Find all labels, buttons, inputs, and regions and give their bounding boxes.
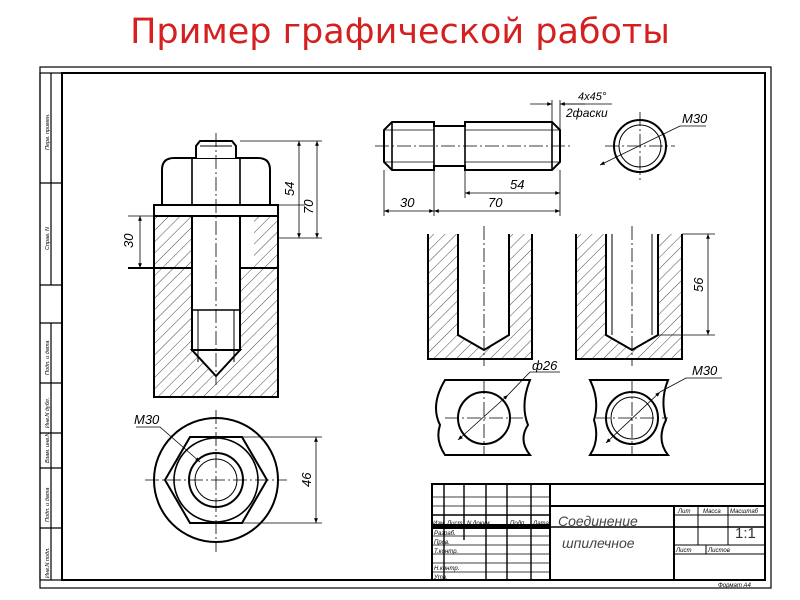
tb-header-podp: Подп.	[510, 521, 526, 527]
dim-stud-thread: 54	[510, 177, 524, 192]
top-view-dimension-lines	[136, 426, 322, 524]
tb-sheets: Листов	[707, 548, 730, 554]
dim-top-view-width: 46	[299, 472, 314, 487]
stamp-cell-5: Взам. инв.N	[45, 432, 51, 463]
side-stamp	[39, 72, 63, 581]
tb-name-line2: шпилечное	[562, 535, 635, 551]
stamp-cell-4: Инв.N дубл.	[45, 398, 51, 428]
tb-header-data: Дата	[532, 521, 549, 527]
slide-title: Пример графической работы	[130, 12, 670, 52]
tb-header-list: Лист	[446, 521, 462, 527]
tb-role-razrab: Разраб.	[434, 531, 456, 537]
stud-cross-section	[599, 112, 706, 180]
hole-depth-dimension-lines	[658, 233, 715, 336]
tb-role-utv: Утв.	[433, 575, 448, 581]
tb-header-ndokum: N докум.	[467, 521, 491, 527]
stamp-cell-1: Перв. примен.	[45, 113, 51, 150]
stamp-cell-7: Инв.N подл.	[45, 547, 51, 578]
tb-header-izm: Изм	[433, 521, 444, 527]
tb-sheet: Лист	[675, 548, 691, 554]
drilled-hole-plan	[435, 371, 560, 456]
dim-chamfer: 4x45°	[578, 91, 607, 103]
tb-col-lit: Лит	[677, 509, 690, 515]
tb-format: Формат А4	[718, 583, 751, 589]
tb-col-masshtab: Масштаб	[730, 509, 759, 515]
stamp-cell-6: Подп. и дата	[45, 488, 51, 522]
dim-hole-depth-left: 30	[121, 233, 136, 248]
dim-hole-depth: 56	[691, 277, 706, 292]
dim-hole-diameter: ф26	[532, 358, 558, 373]
dim-stud-end: 30	[400, 195, 415, 210]
dim-chamfer-note: 2фаски	[565, 106, 608, 120]
stamp-cell-3: Подп. и дата	[45, 341, 51, 375]
assembly-section-view	[128, 133, 279, 398]
dim-nut-height: 54	[282, 182, 297, 196]
tb-scale: 1:1	[735, 525, 756, 542]
dim-stud-total: 70	[488, 195, 503, 210]
threaded-hole-section	[575, 226, 683, 366]
dim-nut-thread: M30	[134, 412, 160, 427]
stamp-cell-2: Справ. N	[45, 227, 51, 250]
tb-col-massa: Масса	[703, 509, 721, 515]
title-block	[431, 483, 766, 581]
nut-top-view	[145, 410, 287, 552]
tb-role-prov: Пров.	[434, 540, 450, 546]
drilled-hole-section	[427, 226, 533, 366]
stud-detail	[375, 121, 570, 171]
title-block-divider-band	[432, 524, 550, 529]
tb-role-nkontr: Н.контр.	[434, 566, 459, 572]
tb-name-line1: Соединение	[558, 513, 638, 529]
left-dimension-lines	[128, 140, 322, 268]
dim-hole-thread: M30	[692, 363, 718, 378]
tb-role-tkontr: Т.контр.	[434, 549, 458, 555]
dim-stud-section: M30	[682, 111, 708, 126]
stud-dimension-lines	[383, 100, 612, 216]
threaded-hole-plan	[588, 377, 722, 456]
dim-stud-length-left: 70	[301, 199, 316, 214]
